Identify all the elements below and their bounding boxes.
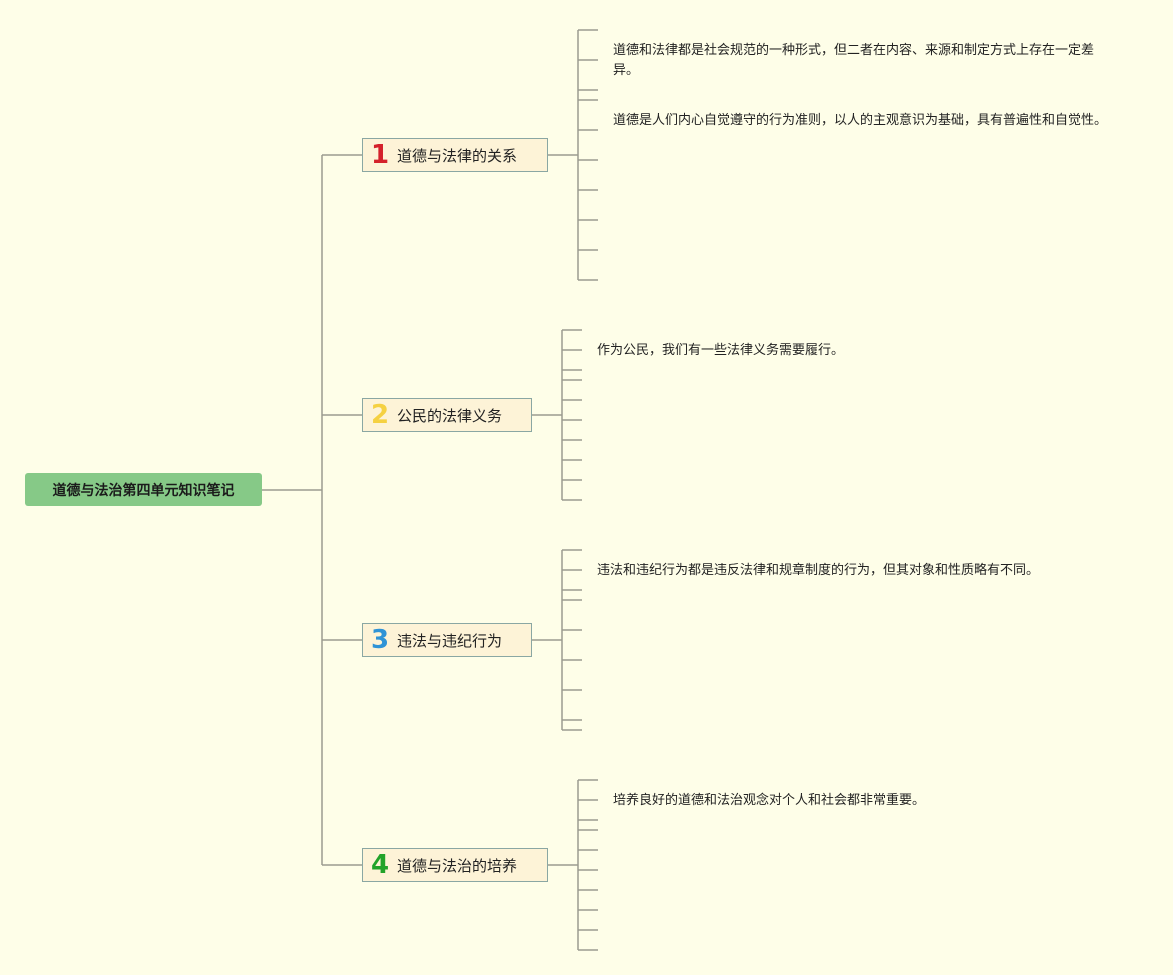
number-4-icon: 4 [370, 850, 390, 880]
root-node[interactable]: 道德与法治第四单元知识笔记 [25, 473, 262, 506]
leaf-3-1[interactable]: 违法和违纪行为都是违反法律和规章制度的行为，但其对象和性质略有不同。 [597, 563, 1040, 578]
leaf-4-1[interactable]: 培养良好的道德和法治观念对个人和社会都非常重要。 [613, 793, 926, 808]
branch-node-1[interactable]: 1 道德与法律的关系 [362, 138, 548, 172]
root-label: 道德与法治第四单元知识笔记 [52, 482, 235, 499]
branch-node-2[interactable]: 2 公民的法律义务 [362, 398, 532, 432]
branch-label-2: 公民的法律义务 [397, 406, 503, 425]
leaf-1-1[interactable]: 道德和法律都是社会规范的一种形式，但二者在内容、来源和制定方式上存在一定差异。 [613, 43, 1095, 78]
branch-label-4: 道德与法治的培养 [397, 856, 518, 875]
leaf-2-1[interactable]: 作为公民，我们有一些法律义务需要履行。 [597, 343, 845, 358]
branch-label-1: 道德与法律的关系 [397, 146, 518, 165]
branch-node-3[interactable]: 3 违法与违纪行为 [362, 623, 532, 657]
number-3-icon: 3 [370, 625, 390, 655]
branch-node-4[interactable]: 4 道德与法治的培养 [362, 848, 548, 882]
branch-label-3: 违法与违纪行为 [397, 631, 503, 650]
leaf-1-2[interactable]: 道德是人们内心自觉遵守的行为准则，以人的主观意识为基础，具有普遍性和自觉性。 [613, 113, 1108, 128]
number-1-icon: 1 [370, 140, 390, 170]
number-2-icon: 2 [370, 400, 390, 430]
